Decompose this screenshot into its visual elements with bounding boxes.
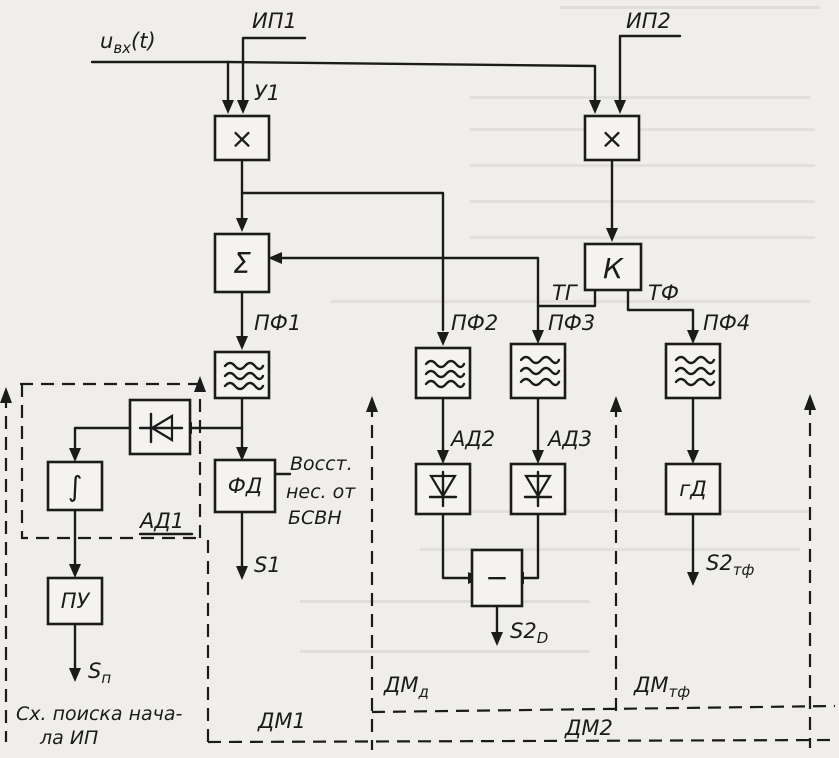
restore-label-2: нес. от [286, 481, 356, 503]
sp-output-label: Sп [88, 659, 111, 687]
ip1-label: ИП1 [252, 9, 297, 33]
ad1-to-int-wire [73, 426, 134, 452]
k-block: К [583, 242, 643, 292]
bandpass-filter-pf1 [213, 350, 271, 400]
dm2-label: ДМ2 [564, 716, 613, 740]
restore-label-3: БСВН [288, 507, 342, 529]
svg-text:×: × [230, 122, 253, 155]
ad1-detector-block [128, 398, 192, 456]
search-circuit-box [20, 382, 205, 540]
ad3-detector-block [509, 462, 567, 516]
ad2-to-minus-wire [441, 512, 472, 580]
tg-label: ТГ [552, 281, 579, 305]
ip2-label: ИП2 [626, 9, 671, 33]
k-tg-wire [536, 288, 597, 332]
search-circuit-label-1: Сх. поиска нача- [16, 703, 183, 725]
svg-text:ФД: ФД [228, 474, 262, 498]
input-wire [90, 60, 597, 104]
pf3-label: ПФ3 [548, 311, 595, 335]
bandpass-filter-pf4 [664, 342, 722, 400]
ip2-wire [618, 34, 682, 104]
k-tf-wire [626, 288, 695, 332]
gd-block: гД [664, 462, 722, 516]
ad2-label: АД2 [449, 427, 495, 451]
ip1-wire [241, 36, 307, 104]
input-label: uвх(t) [100, 29, 156, 57]
pf2-label: ПФ2 [451, 311, 498, 335]
svg-text:ПУ: ПУ [61, 589, 91, 613]
multiplier-2-block: × [583, 114, 641, 162]
phase-detector-block: ФД [213, 458, 277, 514]
ad1-label: АД1 [138, 509, 184, 533]
pf1-label: ПФ1 [254, 311, 301, 335]
dashed-groupings [4, 382, 836, 750]
bandpass-filter-pf3 [509, 342, 567, 400]
y1-label: У1 [254, 81, 280, 105]
svg-text:−: − [485, 561, 508, 594]
dmd-label: ДМд [383, 673, 429, 701]
dm2-bottom [207, 738, 836, 744]
s1-output-label: S1 [254, 553, 281, 577]
dmtf-label: ДМтф [633, 673, 690, 701]
subtractor-block: − [470, 548, 524, 608]
search-circuit-label-2: ла ИП [39, 727, 98, 749]
ad2-detector-block [414, 462, 472, 516]
wires [73, 34, 695, 670]
svg-text:Σ: Σ [233, 247, 251, 280]
tf-label: ТФ [648, 281, 679, 305]
mult1-to-pf2-wire [240, 191, 445, 332]
arrowheads [69, 100, 699, 682]
dm-subgroups-bottom [371, 704, 836, 714]
dashed-arrowheads [0, 376, 816, 412]
svg-text:гД: гД [679, 477, 706, 501]
pu-block: ПУ [46, 576, 104, 626]
dm1-label: ДМ1 [257, 709, 306, 733]
restore-label-1: Восст. [290, 453, 353, 475]
multiplier-1-block: × [213, 114, 271, 162]
tg-feedback-wire [280, 256, 540, 308]
svg-text:К: К [603, 252, 624, 285]
svg-text:×: × [600, 122, 623, 155]
pf4-label: ПФ4 [703, 311, 750, 335]
ad3-to-minus-wire [520, 512, 540, 580]
s2tf-output-label: S2тф [706, 551, 754, 579]
integrator-block: ∫ [46, 460, 104, 512]
svg-text:∫: ∫ [68, 470, 83, 503]
ad3-label: АД3 [546, 427, 592, 451]
summator-block: Σ [213, 232, 271, 294]
s2d-output-label: S2D [510, 619, 548, 647]
bandpass-filter-pf2 [414, 346, 472, 400]
